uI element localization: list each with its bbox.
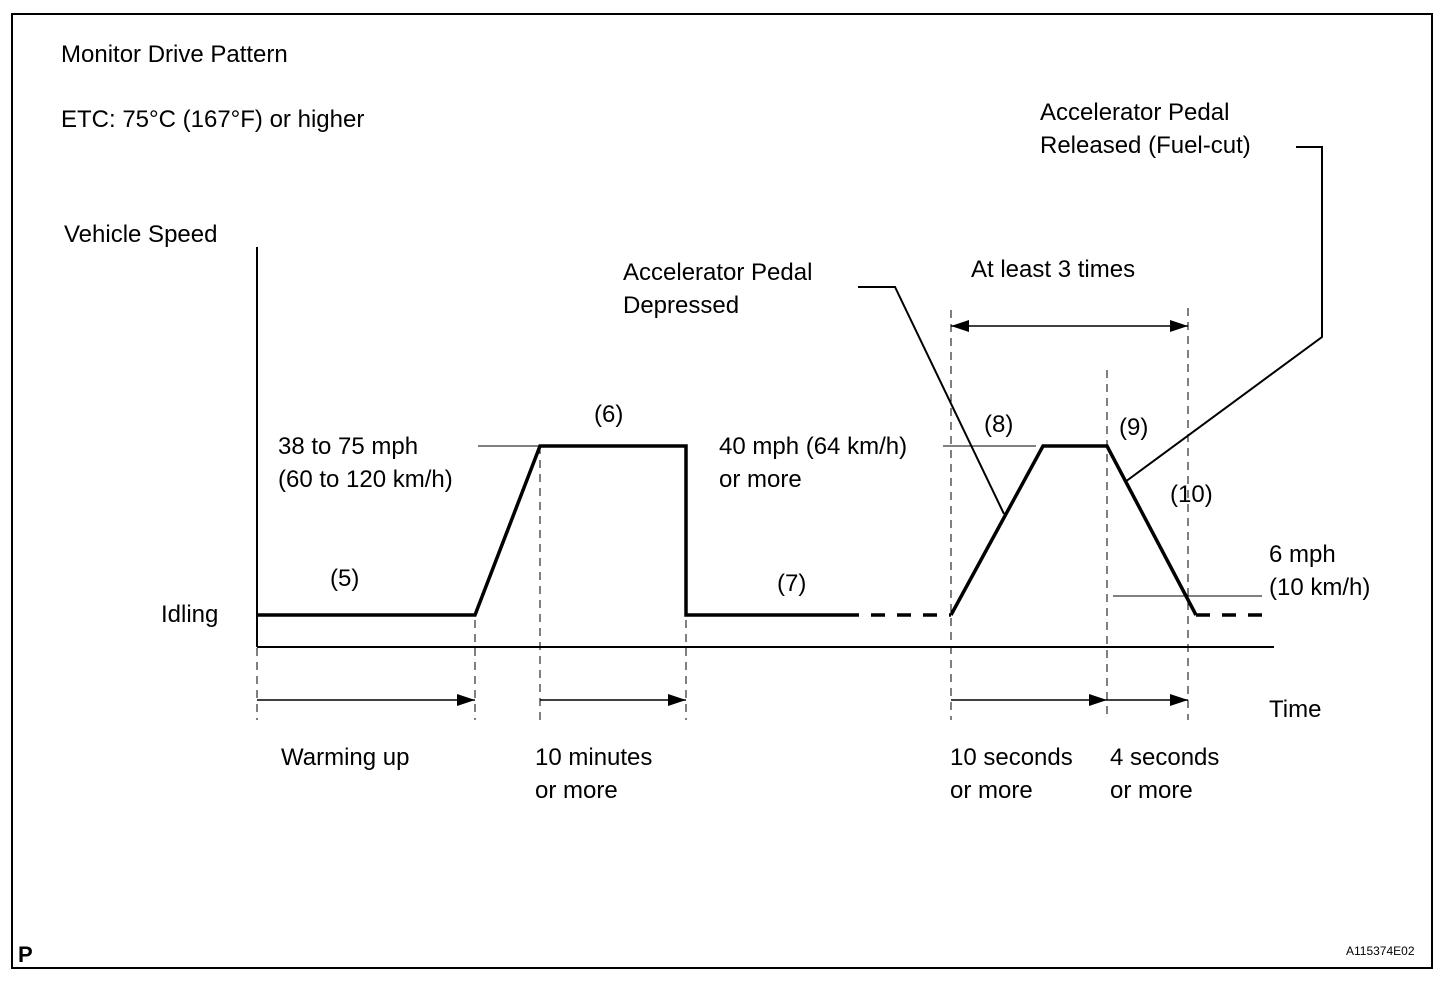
cruise-speed-label: 38 to 75 mph (60 to 120 km/h) (278, 430, 453, 496)
cruise-speed-line2: (60 to 120 km/h) (278, 466, 453, 493)
four-sec-duration-label: 4 seconds or more (1110, 741, 1219, 807)
ten-sec-duration-label: 10 seconds or more (950, 741, 1073, 807)
temperature-condition: ETC: 75°C (167°F) or higher (61, 106, 365, 133)
accel-speed-line2: or more (719, 466, 802, 493)
pedal-depressed-leader (858, 286, 1005, 515)
four-sec-line1: 4 seconds (1110, 744, 1220, 771)
decel-speed-line2: (10 km/h) (1269, 574, 1371, 601)
figure-code: A115374E02 (1346, 944, 1415, 958)
pedal-released-leader (1124, 146, 1323, 483)
step-10-label: (10) (1170, 481, 1213, 508)
four-sec-line2: or more (1110, 777, 1193, 804)
accel-speed-label: 40 mph (64 km/h) or more (719, 430, 907, 496)
pedal-depressed-label: Accelerator Pedal Depressed (623, 256, 812, 322)
step-9-label: (9) (1119, 414, 1149, 441)
decel-speed-line1: 6 mph (1269, 541, 1336, 568)
y-axis-label: Vehicle Speed (64, 221, 218, 248)
accel-speed-line1: 40 mph (64 km/h) (719, 433, 908, 460)
pedal-released-label: Accelerator Pedal Released (Fuel-cut) (1040, 96, 1251, 162)
repeat-label: At least 3 times (971, 256, 1136, 283)
speed-profile-segment-2 (949, 444, 1198, 616)
idling-label: Idling (161, 601, 219, 628)
cruise-speed-line1: 38 to 75 mph (278, 433, 419, 460)
pedal-released-line2: Released (Fuel-cut) (1040, 132, 1251, 159)
ten-sec-line2: or more (950, 777, 1033, 804)
pedal-depressed-line1: Accelerator Pedal (623, 259, 813, 286)
figure-frame (11, 13, 1433, 969)
step-6-label: (6) (594, 401, 624, 428)
step-8-label: (8) (984, 411, 1014, 438)
x-axis-label: Time (1269, 696, 1322, 723)
step-5-label: (5) (330, 565, 360, 592)
warming-duration-label: Warming up (281, 744, 410, 771)
decel-speed-label: 6 mph (10 km/h) (1269, 538, 1370, 604)
ten-min-line2: or more (535, 777, 618, 804)
time-marker-lines (256, 308, 1189, 720)
page-title: Monitor Drive Pattern (61, 41, 288, 68)
pedal-depressed-line2: Depressed (623, 292, 740, 319)
speed-profile-segment-1 (257, 444, 845, 617)
corner-mark: P (18, 942, 33, 967)
ten-min-duration-label: 10 minutes or more (535, 741, 652, 807)
pedal-released-line1: Accelerator Pedal (1040, 99, 1230, 126)
ten-min-line1: 10 minutes (535, 744, 653, 771)
step-7-label: (7) (777, 570, 807, 597)
ten-sec-line1: 10 seconds (950, 744, 1073, 771)
